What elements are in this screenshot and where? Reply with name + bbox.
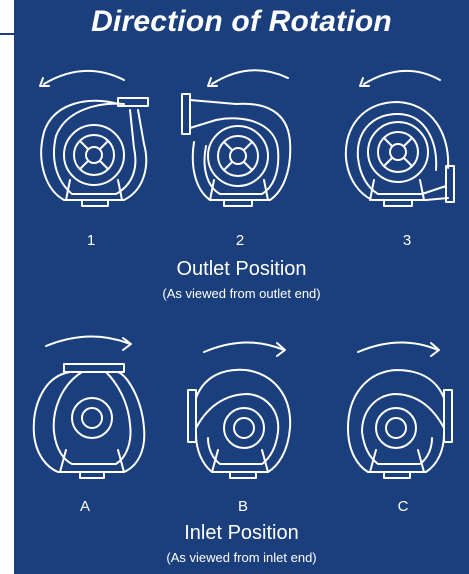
inlet-position-c-figure [332,332,462,502]
inlet-position-note: (As viewed from inlet end) [14,550,469,565]
inlet-position-a-figure [26,332,156,502]
inlet-label-c: C [388,498,418,515]
inlet-position-b-figure [176,332,306,502]
outlet-position-3-figure [332,62,462,232]
diagram-panel: Direction of Rotation 1 [14,0,469,574]
outlet-position-note: (As viewed from outlet end) [14,286,469,301]
outlet-position-heading: Outlet Position [14,258,469,281]
outlet-label-2: 2 [225,232,255,249]
inlet-position-heading: Inlet Position [14,522,469,545]
diagram-title: Direction of Rotation [14,5,469,39]
inlet-label-b: B [228,498,258,515]
outlet-label-3: 3 [392,232,422,249]
outlet-position-2-figure [176,62,306,232]
outlet-label-1: 1 [76,232,106,249]
outlet-position-1-figure [26,62,156,232]
inlet-label-a: A [70,498,100,515]
